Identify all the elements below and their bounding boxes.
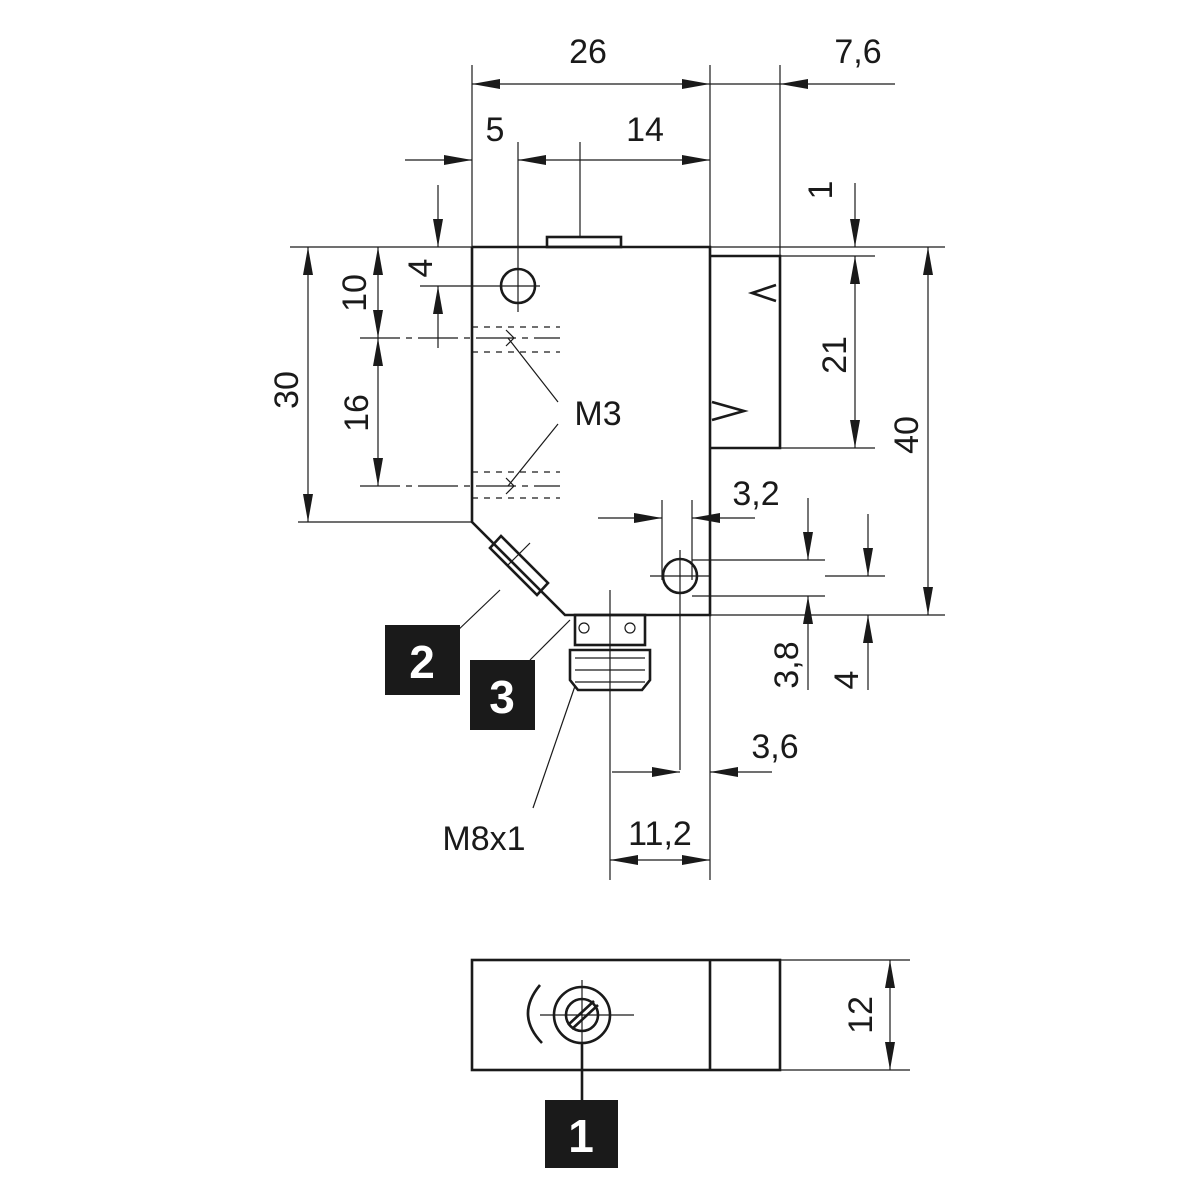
dimension-labels: 26 7,6 5 14 1 4 10 30 16 21 40 3,2 3,8 4… — [268, 33, 926, 1034]
sensor-body-side — [470, 958, 910, 1100]
dim-30: 30 — [268, 371, 306, 409]
dim-3-2: 3,2 — [732, 475, 779, 513]
dim-5: 5 — [486, 111, 505, 149]
sensor-body-front — [360, 235, 782, 880]
dim-14: 14 — [626, 111, 664, 149]
dimension-lines — [290, 65, 945, 880]
badge-2-text: 2 — [409, 636, 435, 688]
dim-4-left: 4 — [402, 259, 440, 278]
dim-10: 10 — [336, 274, 374, 312]
dim-40: 40 — [888, 416, 926, 454]
label-m8x1: M8x1 — [442, 820, 525, 858]
callout-badge-2: 2 — [385, 625, 460, 695]
callout-badge-1: 1 — [545, 1100, 618, 1168]
dim-1: 1 — [802, 181, 840, 200]
dim-16: 16 — [338, 394, 376, 432]
dim-11-2: 11,2 — [628, 815, 692, 853]
callout-badge-3: 3 — [470, 660, 535, 730]
dim-4-right: 4 — [828, 671, 866, 690]
dim-26: 26 — [569, 33, 607, 71]
m3-thread-hole-upper — [360, 326, 560, 353]
badge-1-text: 1 — [568, 1110, 594, 1162]
dim-3-8: 3,8 — [768, 641, 806, 688]
dim-7-6: 7,6 — [834, 33, 881, 71]
label-m3: M3 — [574, 395, 621, 433]
badge-3-text: 3 — [489, 671, 515, 723]
dim-12: 12 — [842, 996, 880, 1034]
dim-21: 21 — [816, 336, 854, 374]
dim-3-6: 3,6 — [751, 728, 798, 766]
m3-thread-hole-lower — [360, 471, 560, 499]
